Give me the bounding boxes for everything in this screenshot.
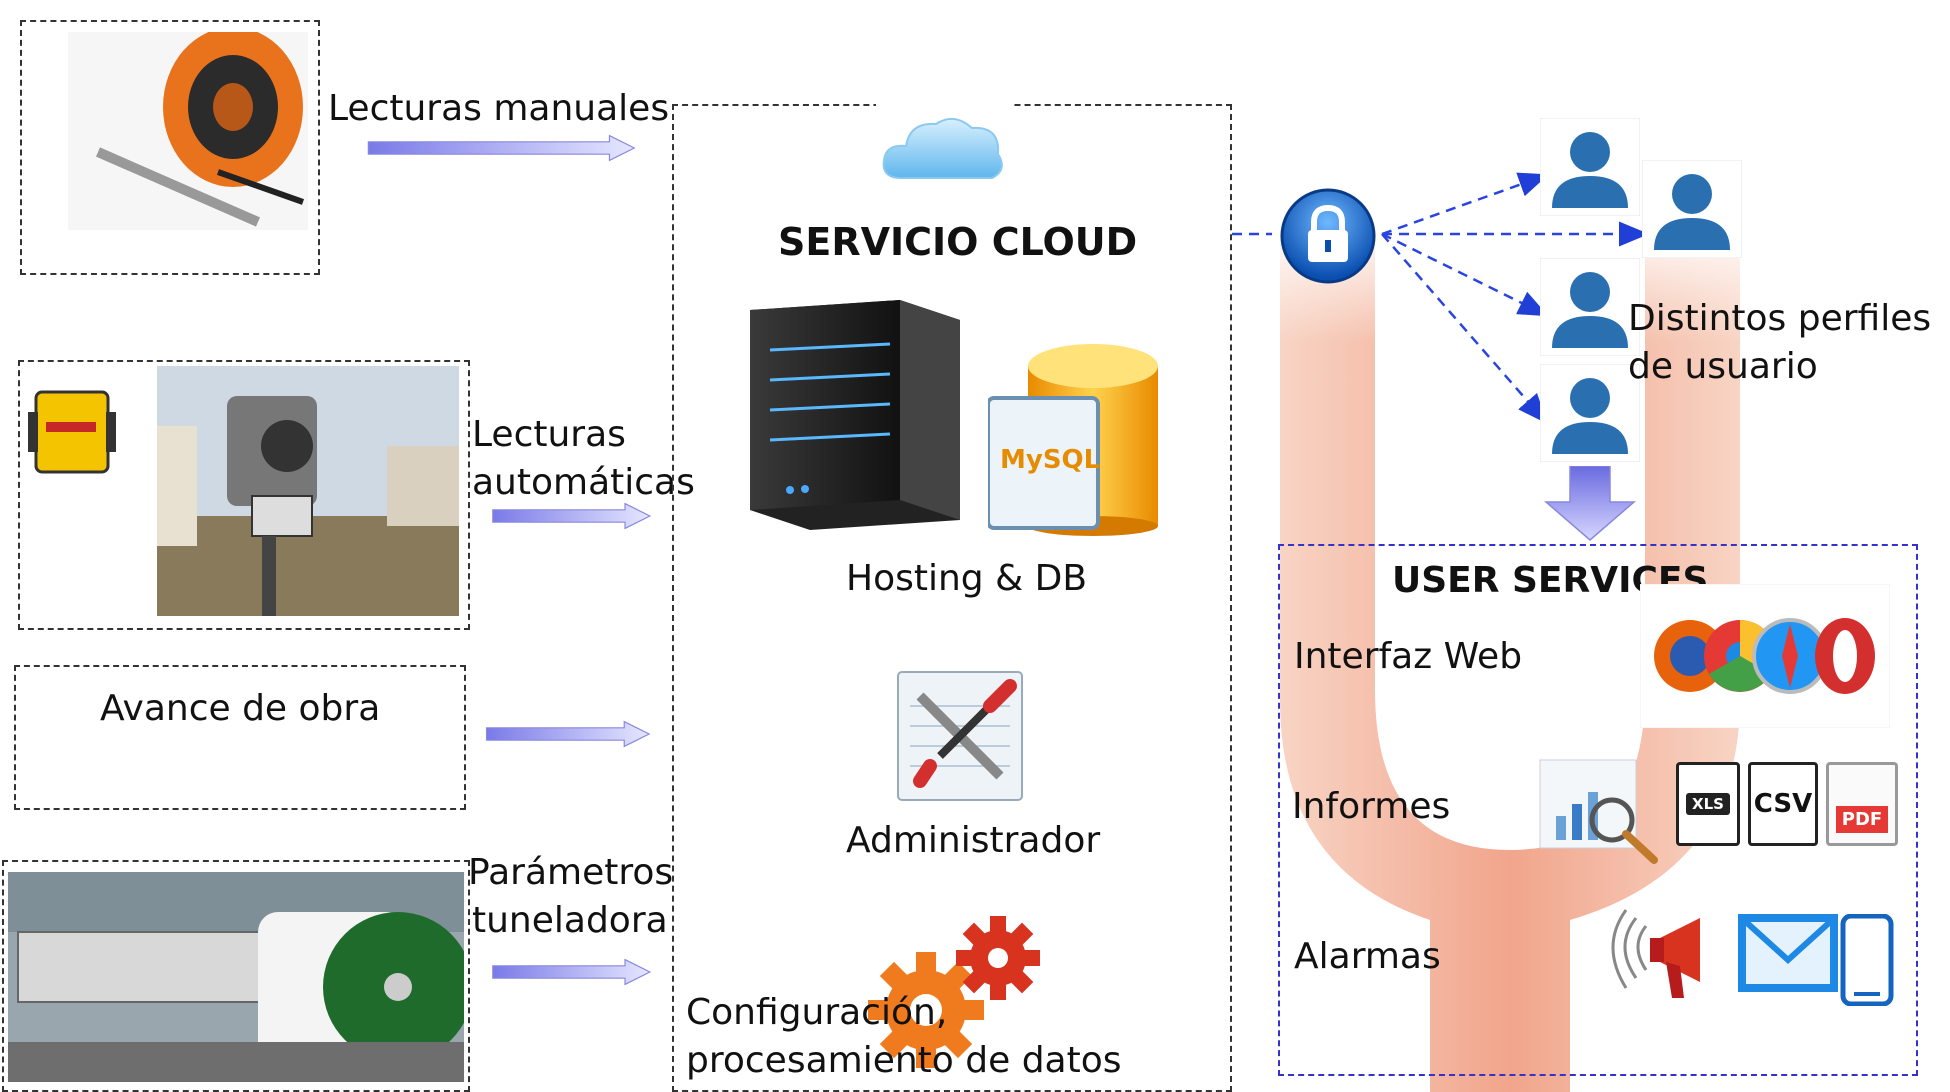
report-chart-icon [1539, 759, 1658, 864]
alarm-megaphone-icon [1611, 909, 1700, 998]
mysql-logo-text: MySQL [1000, 445, 1101, 475]
manual-arrow [367, 134, 636, 162]
lock-icon [1280, 188, 1376, 284]
user-services-box [1278, 544, 1918, 1076]
progress-label: Avance de obra [100, 688, 381, 729]
user-icon-1 [1540, 118, 1640, 216]
datalogger-image [28, 382, 116, 482]
tbm-label-1: Parámetros [468, 852, 674, 893]
connection-lines [1232, 172, 1649, 424]
tbm-label-2: tuneladora [472, 900, 668, 941]
progress-arrow [485, 720, 651, 748]
automatic-readings-label-1: Lecturas [472, 414, 626, 455]
user-icon-2 [1642, 160, 1742, 258]
server-icon [750, 300, 960, 530]
cloud-icon [876, 98, 1012, 208]
database-icon [988, 344, 1158, 536]
user-icon-4 [1540, 364, 1640, 462]
tbm-arrow [492, 958, 652, 986]
manual-readings-label: Lecturas manuales [328, 88, 670, 129]
tbm-image [8, 872, 464, 1082]
cloud-title: SERVICIO CLOUD [778, 220, 1138, 264]
email-icon [1738, 914, 1838, 992]
pdf-icon: PDF [1826, 762, 1898, 846]
csv-icon: CSV [1748, 762, 1818, 846]
config-label-1: Configuración, [686, 992, 948, 1033]
admin-tools-icon [897, 671, 1023, 801]
cable-reel-image [68, 32, 308, 230]
reports-label: Informes [1292, 786, 1451, 827]
automatic-readings-label-2: automáticas [472, 462, 695, 503]
xls-icon: XLS [1676, 762, 1740, 846]
alarms-label: Alarmas [1294, 936, 1441, 977]
web-interface-label: Interfaz Web [1294, 636, 1523, 677]
gears-icon [868, 916, 1040, 1068]
tbm-box [2, 860, 470, 1092]
total-station-image [157, 366, 459, 616]
manual-readings-box [20, 20, 320, 275]
user-profiles-label-1: Distintos perfiles [1628, 298, 1932, 339]
admin-label: Administrador [846, 820, 1101, 861]
progress-box [14, 665, 466, 810]
user-profiles-label-2: de usuario [1628, 346, 1818, 387]
automatic-readings-box [18, 360, 470, 630]
hosting-db-label: Hosting & DB [846, 558, 1088, 599]
fork-background [1270, 230, 1750, 1092]
file-type-icons: XLS CSV PDF [1676, 762, 1906, 846]
mobile-phone-icon [1840, 914, 1894, 1006]
down-arrow [1544, 466, 1636, 541]
user-icon-3 [1540, 258, 1640, 356]
config-label-2: procesamiento de datos [686, 1040, 1122, 1081]
automatic-arrow [492, 502, 652, 530]
browsers-icon [1640, 584, 1890, 728]
